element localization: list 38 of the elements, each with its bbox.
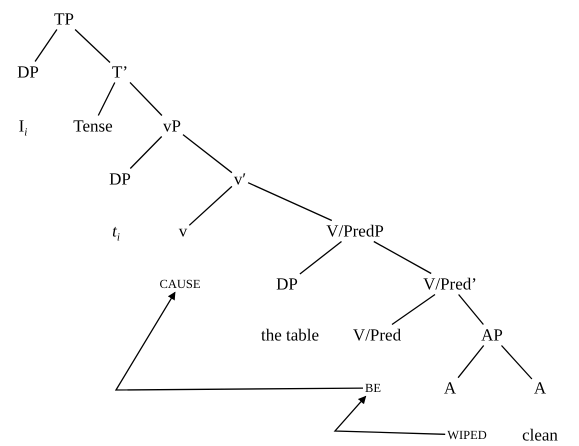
terminal-word: t$_{i}$ (112, 222, 120, 240)
movement-arrow (114, 292, 363, 391)
node-label: V/Pred (352, 326, 402, 344)
tree-branch-line (74, 29, 110, 63)
node-label: TP (54, 10, 74, 28)
node-label: Tense (73, 118, 113, 134)
node-label: A (534, 380, 546, 396)
tree-branch-line (458, 294, 484, 325)
tree-branch-line (248, 182, 332, 222)
node-label: vP (163, 118, 181, 134)
node-label: DP (17, 64, 39, 80)
node-label: DP (109, 170, 131, 188)
node-label: v′ (234, 170, 246, 188)
node-label: BE (365, 382, 381, 394)
tree-branch-line (458, 345, 484, 378)
terminal-word: clean (522, 426, 558, 444)
tree-branch-line (130, 82, 162, 116)
node-label: AP (481, 326, 503, 344)
node-label: v (178, 222, 188, 240)
node-label: T’ (112, 64, 128, 80)
tree-branch-line (501, 345, 532, 380)
tree-branch-line (130, 136, 162, 169)
node-label: CAUSE (160, 278, 200, 290)
node-label: V/Pred’ (423, 276, 477, 292)
terminal-word: the table (260, 326, 320, 344)
tree-branch-line (373, 240, 432, 274)
tree-branch-line (34, 29, 58, 62)
tree-branch-line (392, 294, 436, 326)
node-label: DP (276, 276, 298, 292)
tree-branch-line (300, 240, 342, 275)
terminal-word: I$_{i}$ (18, 118, 28, 134)
node-label: V/PredP (326, 222, 384, 240)
tree-branch-line (188, 186, 232, 226)
node-label: WIPED (447, 428, 487, 442)
tree-branch-line (182, 134, 232, 174)
tree-branch-line (98, 82, 116, 116)
movement-arrow (334, 396, 446, 435)
node-label: A (444, 380, 456, 396)
